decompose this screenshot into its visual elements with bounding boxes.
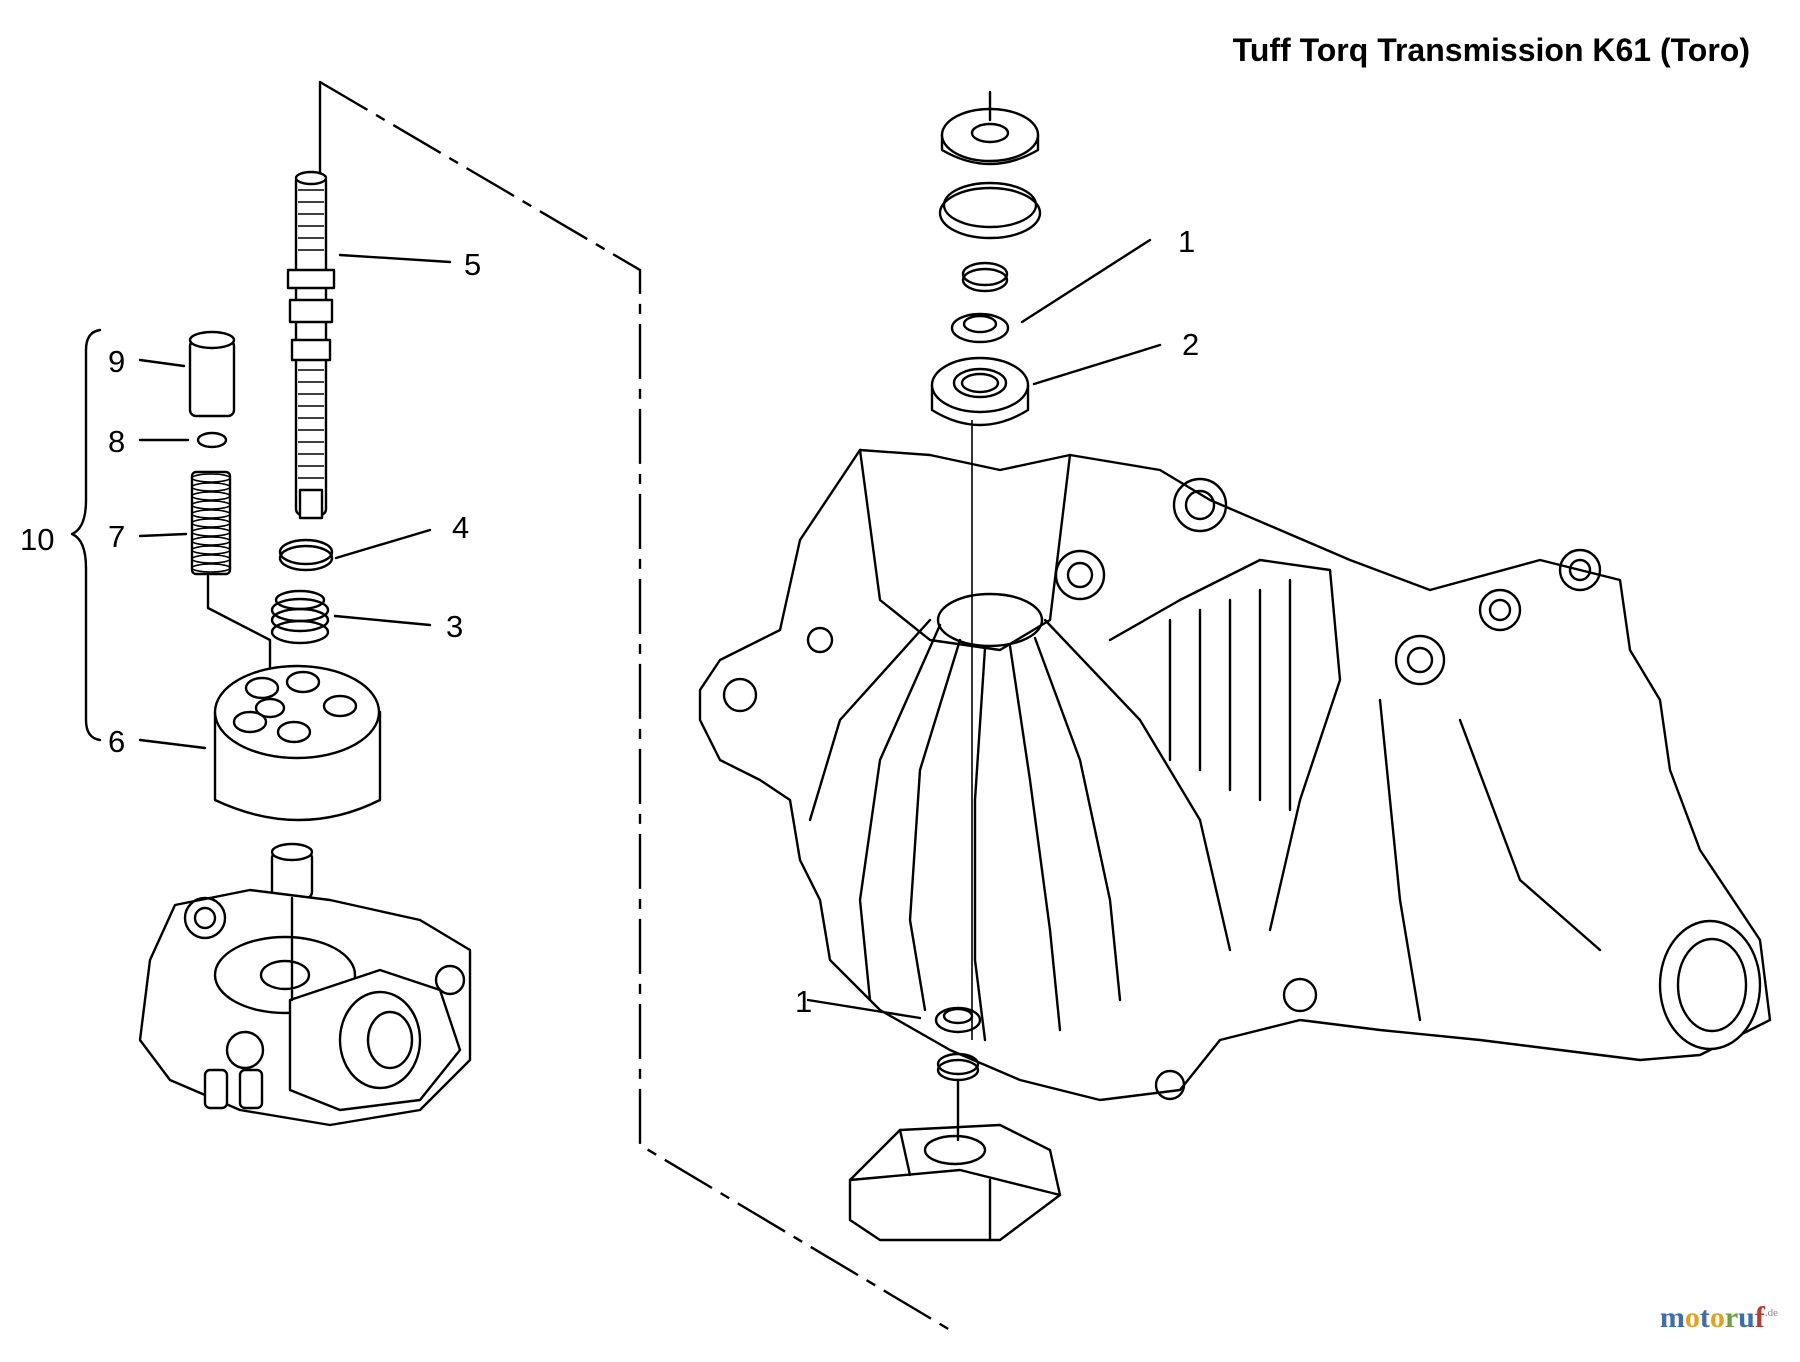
callout-1-lower: 1 bbox=[795, 984, 812, 1019]
callout-7: 7 bbox=[108, 519, 125, 554]
watermark-letter: o bbox=[1684, 1301, 1700, 1334]
callout-1-upper: 1 bbox=[1178, 224, 1195, 259]
callout-6: 6 bbox=[108, 724, 125, 759]
group-brace bbox=[70, 328, 102, 742]
watermark-letter: m bbox=[1659, 1301, 1685, 1334]
transmission-housing bbox=[698, 420, 1772, 1102]
pump-shaft bbox=[286, 170, 336, 520]
retaining-clip bbox=[961, 261, 1009, 293]
alignment-bracket bbox=[318, 80, 951, 1332]
ring-part-1-upper bbox=[950, 312, 1010, 344]
watermark-letter: o bbox=[1709, 1301, 1725, 1334]
bushing bbox=[270, 842, 314, 900]
lower-block bbox=[848, 1078, 1062, 1242]
watermark-logo: motoruf.de bbox=[1659, 1301, 1778, 1334]
callout-5: 5 bbox=[464, 247, 481, 282]
callout-9: 9 bbox=[108, 344, 125, 379]
callout-8: 8 bbox=[108, 424, 125, 459]
diagram-title: Tuff Torq Transmission K61 (Toro) bbox=[1232, 32, 1750, 68]
leader-lines bbox=[138, 238, 1162, 1020]
watermark-letter: t bbox=[1699, 1301, 1710, 1334]
snap-ring bbox=[938, 181, 1042, 240]
top-washer bbox=[940, 90, 1040, 166]
piston-part-9 bbox=[188, 330, 236, 418]
cylinder-block-part-6 bbox=[213, 664, 382, 822]
callout-3: 3 bbox=[446, 609, 463, 644]
ring-part-1-lower bbox=[934, 1006, 982, 1034]
watermark-letter: u bbox=[1738, 1301, 1755, 1334]
watermark-letter: f bbox=[1754, 1301, 1765, 1334]
clip-part-8 bbox=[196, 431, 228, 449]
spring-part-7 bbox=[190, 470, 272, 682]
callout-labels: 1 2 1 3 4 5 6 7 8 9 10 bbox=[20, 224, 1199, 1019]
callout-4: 4 bbox=[452, 510, 469, 545]
circlip-part-4 bbox=[278, 538, 334, 572]
lower-clip bbox=[936, 1052, 980, 1082]
watermark-letter: r bbox=[1724, 1301, 1739, 1334]
callout-2: 2 bbox=[1182, 327, 1199, 362]
bearing-part-2 bbox=[930, 356, 1030, 427]
callout-10: 10 bbox=[20, 522, 54, 557]
pump-housing bbox=[138, 888, 472, 1127]
spring-part-3 bbox=[270, 589, 330, 645]
